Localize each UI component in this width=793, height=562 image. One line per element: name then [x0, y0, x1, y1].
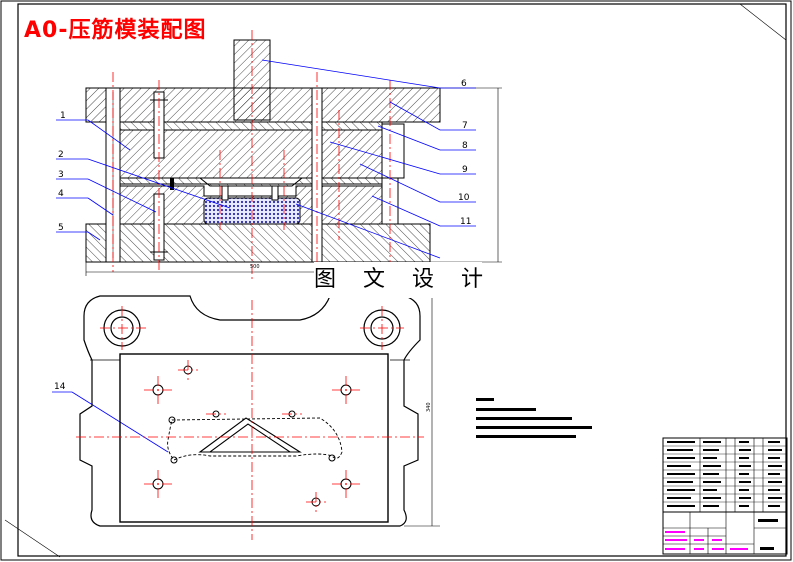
balloon-2: 2 — [58, 150, 64, 160]
watermark-stamp: 图 文 设 计 — [314, 262, 483, 298]
balloon-labels: 1 2 3 4 5 6 7 8 9 10 11 14 — [54, 79, 471, 392]
balloon-9: 9 — [462, 165, 468, 175]
balloon-4: 4 — [58, 189, 64, 199]
balloon-8: 8 — [462, 141, 468, 151]
balloon-11: 11 — [460, 217, 471, 227]
title-block-rows — [663, 445, 787, 503]
plan-view — [79, 295, 440, 527]
die-plate — [119, 353, 389, 523]
drawing-title: A0-压筋模装配图 — [24, 18, 207, 43]
balloon-5: 5 — [58, 223, 64, 233]
plan-dim-height: 340 — [426, 402, 432, 412]
plan-center-lines — [76, 300, 424, 540]
balloon-1: 1 — [60, 111, 66, 121]
balloon-14: 14 — [54, 382, 66, 392]
bottom-plate — [85, 223, 431, 263]
punch-profile — [117, 177, 383, 187]
balloon-7: 7 — [462, 121, 468, 131]
technical-requirements — [476, 398, 592, 438]
balloon-3: 3 — [58, 170, 64, 180]
top-plate — [85, 87, 441, 123]
workpiece-outline — [167, 417, 343, 461]
balloon-10: 10 — [458, 193, 470, 203]
title-block — [662, 437, 788, 555]
dim-width: 500 — [250, 264, 260, 270]
balloon-6: 6 — [461, 79, 467, 89]
die-set-outline — [79, 295, 421, 527]
title-block-entries — [667, 441, 782, 550]
rib-shape — [198, 417, 302, 453]
title-block-magenta — [665, 531, 748, 550]
front-section-view: 500 — [85, 30, 502, 280]
